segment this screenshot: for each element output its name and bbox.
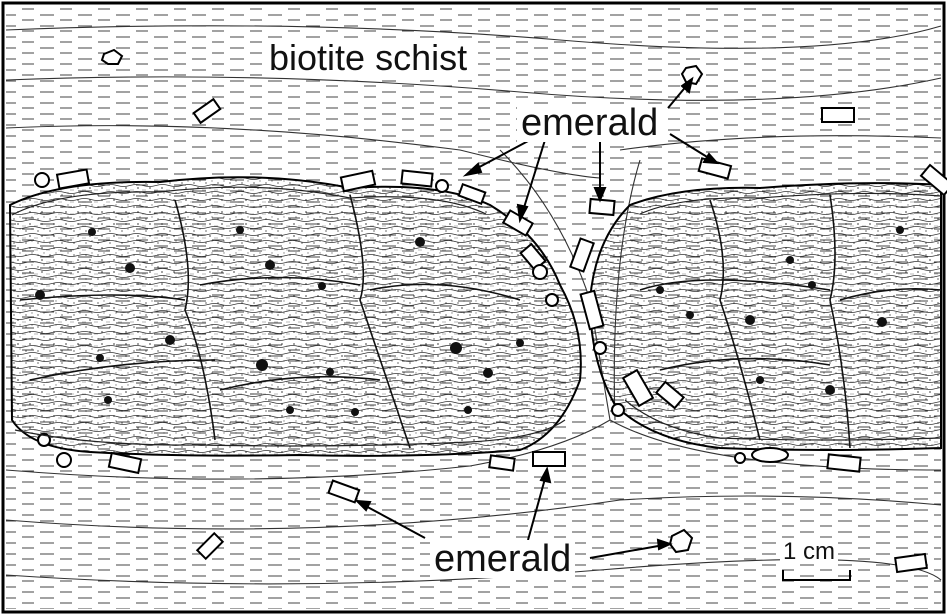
left-lens-stipple bbox=[10, 177, 581, 456]
scale-label: 1 cm bbox=[780, 540, 838, 564]
emerald-label-bottom: emerald bbox=[430, 540, 575, 578]
host-rock-label: biotite schist bbox=[263, 40, 473, 76]
emerald-label-top: emerald bbox=[517, 104, 662, 142]
right-lens-stipple bbox=[590, 183, 941, 450]
